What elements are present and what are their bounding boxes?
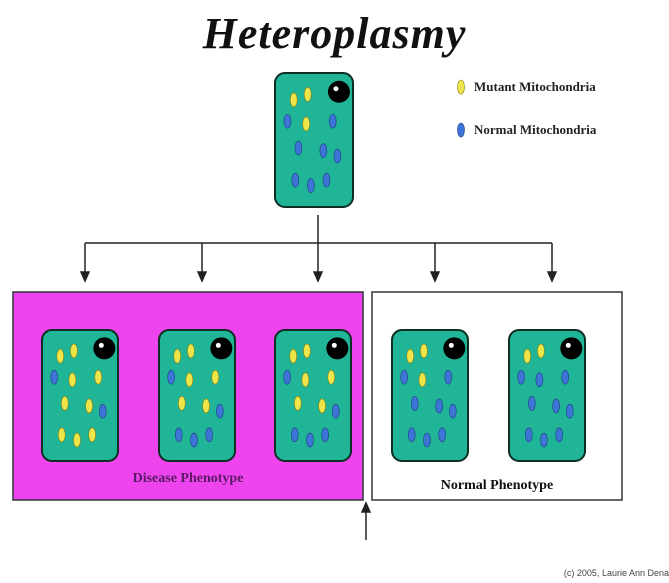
normal-legend-label: Normal Mitochondria — [474, 122, 596, 138]
mutant-mitochondrion — [290, 93, 297, 107]
arrow-head-3 — [314, 272, 322, 281]
mutant-mitochondrion — [178, 396, 185, 410]
normal-mitochondrion — [216, 404, 223, 418]
normal-mitochondrion — [556, 428, 563, 442]
nucleolus — [216, 343, 221, 348]
mutant-mitochondrion — [303, 117, 310, 131]
normal-mitochondrion — [292, 173, 299, 187]
normal-phenotype-label: Normal Phenotype — [372, 478, 622, 494]
nucleolus — [449, 343, 454, 348]
normal-mitochondrion — [408, 428, 415, 442]
normal-mitochondrion — [436, 399, 443, 413]
mutant-mitochondrion — [86, 399, 93, 413]
mutant-mitochondrion — [57, 349, 64, 363]
mutant-mitochondrion — [290, 349, 297, 363]
mutant-mitochondrion — [328, 370, 335, 384]
mutant-mitochondrion — [203, 399, 210, 413]
normal-mitochondrion — [284, 114, 291, 128]
normal-mitochondrion — [99, 404, 106, 418]
normal-mitochondrion — [206, 428, 213, 442]
normal-mitochondrion — [307, 179, 314, 193]
normal-mitochondrion — [401, 370, 408, 384]
normal-legend-icon — [458, 123, 465, 137]
mutant-mitochondrion — [89, 428, 96, 442]
normal-mitochondrion — [445, 370, 452, 384]
mutant-mitochondrion — [174, 349, 181, 363]
nucleus — [210, 337, 232, 359]
cell-d1 — [42, 330, 118, 461]
mutant-mitochondrion — [303, 344, 310, 358]
mutant-mitochondrion — [58, 428, 65, 442]
normal-mitochondrion — [329, 114, 336, 128]
mutant-legend-icon — [458, 80, 465, 94]
mutant-mitochondrion — [537, 344, 544, 358]
normal-mitochondrion — [332, 404, 339, 418]
nucleolus — [99, 343, 104, 348]
mutant-mitochondrion — [304, 87, 311, 101]
nucleolus — [332, 343, 337, 348]
threshold-arrow-head — [362, 503, 370, 512]
arrow-head-1 — [81, 272, 89, 281]
normal-mitochondrion — [553, 399, 560, 413]
cell-d2 — [159, 330, 235, 461]
normal-mitochondrion — [323, 173, 330, 187]
mutant-mitochondrion — [302, 373, 309, 387]
normal-mitochondrion — [528, 396, 535, 410]
normal-mitochondrion — [439, 428, 446, 442]
copyright-credit: (c) 2005, Laurie Ann Dena — [564, 568, 669, 578]
mutant-mitochondrion — [407, 349, 414, 363]
normal-mitochondrion — [190, 433, 197, 447]
mutant-mitochondrion — [419, 373, 426, 387]
cell-d3 — [275, 330, 351, 461]
mutant-mitochondrion — [420, 344, 427, 358]
mutant-mitochondrion — [61, 396, 68, 410]
normal-mitochondrion — [449, 404, 456, 418]
normal-mitochondrion — [423, 433, 430, 447]
normal-mitochondrion — [320, 144, 327, 158]
normal-mitochondrion — [518, 370, 525, 384]
normal-mitochondrion — [525, 428, 532, 442]
normal-mitochondrion — [295, 141, 302, 155]
normal-mitochondrion — [562, 370, 569, 384]
mutant-mitochondrion — [294, 396, 301, 410]
normal-mitochondrion — [566, 404, 573, 418]
disease-phenotype-label: Disease Phenotype — [13, 471, 363, 487]
mutant-mitochondrion — [524, 349, 531, 363]
mutant-mitochondrion — [187, 344, 194, 358]
nucleolus — [566, 343, 571, 348]
nucleus — [443, 337, 465, 359]
mutant-mitochondrion — [319, 399, 326, 413]
arrow-head-4 — [431, 272, 439, 281]
nucleolus — [333, 86, 338, 91]
mutant-mitochondrion — [95, 370, 102, 384]
normal-mitochondrion — [322, 428, 329, 442]
normal-mitochondrion — [284, 370, 291, 384]
normal-mitochondrion — [540, 433, 547, 447]
arrow-head-5 — [548, 272, 556, 281]
normal-mitochondrion — [536, 373, 543, 387]
cell-n1 — [392, 330, 468, 461]
nucleus — [326, 337, 348, 359]
mutant-mitochondrion — [212, 370, 219, 384]
cell-parent — [275, 73, 353, 207]
mutant-mitochondrion — [186, 373, 193, 387]
normal-mitochondrion — [51, 370, 58, 384]
mutant-mitochondrion — [69, 373, 76, 387]
normal-mitochondrion — [175, 428, 182, 442]
mutant-mitochondrion — [73, 433, 80, 447]
nucleus — [93, 337, 115, 359]
normal-mitochondrion — [306, 433, 313, 447]
mutant-legend-label: Mutant Mitochondria — [474, 79, 596, 95]
nucleus — [560, 337, 582, 359]
normal-mitochondrion — [334, 149, 341, 163]
normal-mitochondrion — [291, 428, 298, 442]
normal-mitochondrion — [168, 370, 175, 384]
normal-mitochondrion — [411, 396, 418, 410]
arrow-head-2 — [198, 272, 206, 281]
mutant-mitochondrion — [70, 344, 77, 358]
cell-n2 — [509, 330, 585, 461]
nucleus — [328, 81, 350, 103]
